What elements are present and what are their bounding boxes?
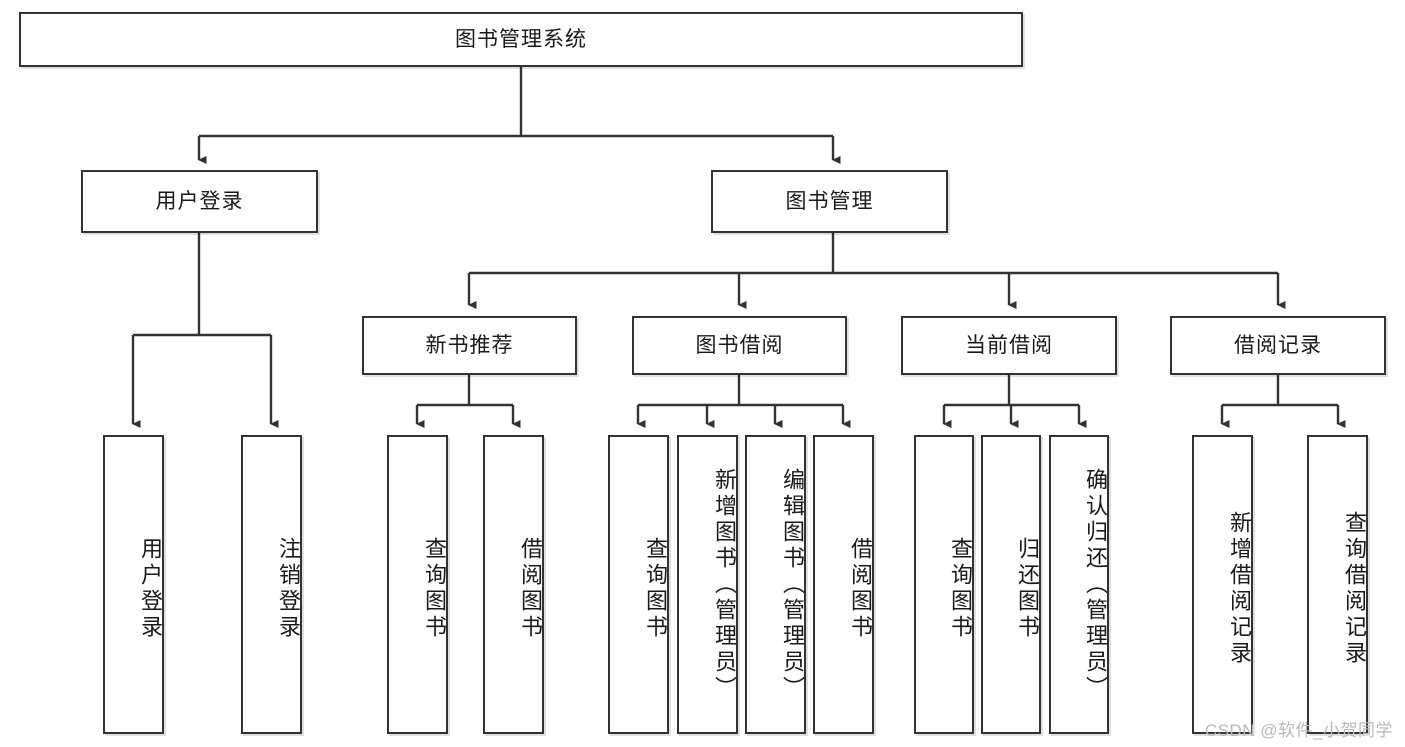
leaf-new-book-query-book[interactable]: 查询图书 [387,435,448,734]
leaf-book-borrow-add-book-admin[interactable]: 新增图书（管理员） [677,435,738,734]
node-label: 注销登录 [276,536,301,641]
leaf-book-borrow-borrow-book[interactable]: 借阅图书 [813,435,874,734]
node-label: 当前借阅 [965,333,1053,357]
node-new-book-recommend[interactable]: 新书推荐 [362,316,577,375]
node-label: 图书借阅 [695,333,784,357]
leaf-current-borrow-query-book[interactable]: 查询图书 [914,435,974,734]
leaf-current-borrow-confirm-return-admin[interactable]: 确认归还（管理员） [1049,435,1109,734]
node-label: 编辑图书（管理员） [780,467,805,702]
leaf-new-book-borrow-book[interactable]: 借阅图书 [483,435,544,734]
node-label: 新书推荐 [425,333,514,357]
node-label: 查询图书 [422,536,447,641]
node-borrow-record[interactable]: 借阅记录 [1170,316,1386,375]
leaf-borrow-record-query-record[interactable]: 查询借阅记录 [1307,435,1368,734]
node-user-login[interactable]: 用户登录 [81,170,318,233]
node-label: 新增借阅记录 [1227,510,1252,667]
leaf-user-login-login[interactable]: 用户登录 [103,435,164,734]
node-label: 图书管理 [785,189,874,213]
leaf-book-borrow-edit-book-admin[interactable]: 编辑图书（管理员） [745,435,806,734]
node-current-borrow[interactable]: 当前借阅 [901,316,1117,375]
node-label: 借阅图书 [518,536,543,641]
node-label: 用户登录 [138,536,163,641]
node-root-book-management-system[interactable]: 图书管理系统 [19,12,1023,67]
node-label: 查询借阅记录 [1342,510,1367,667]
node-label: 查询图书 [948,536,973,641]
node-label: 用户登录 [155,189,244,213]
node-label: 新增图书（管理员） [712,467,737,702]
leaf-current-borrow-return-book[interactable]: 归还图书 [981,435,1041,734]
node-label: 查询图书 [643,536,668,641]
node-label: 归还图书 [1015,536,1040,641]
node-book-borrow[interactable]: 图书借阅 [632,316,847,375]
node-label: 图书管理系统 [455,27,587,51]
node-label: 确认归还（管理员） [1083,467,1108,702]
leaf-book-borrow-query-book[interactable]: 查询图书 [608,435,669,734]
leaf-borrow-record-add-record[interactable]: 新增借阅记录 [1192,435,1253,734]
csdn-watermark: CSDN @软件_小贺同学 [1204,721,1393,740]
node-label: 借阅记录 [1234,333,1322,357]
node-book-management[interactable]: 图书管理 [711,170,948,233]
leaf-user-login-logout[interactable]: 注销登录 [241,435,302,734]
node-label: 借阅图书 [848,536,873,641]
